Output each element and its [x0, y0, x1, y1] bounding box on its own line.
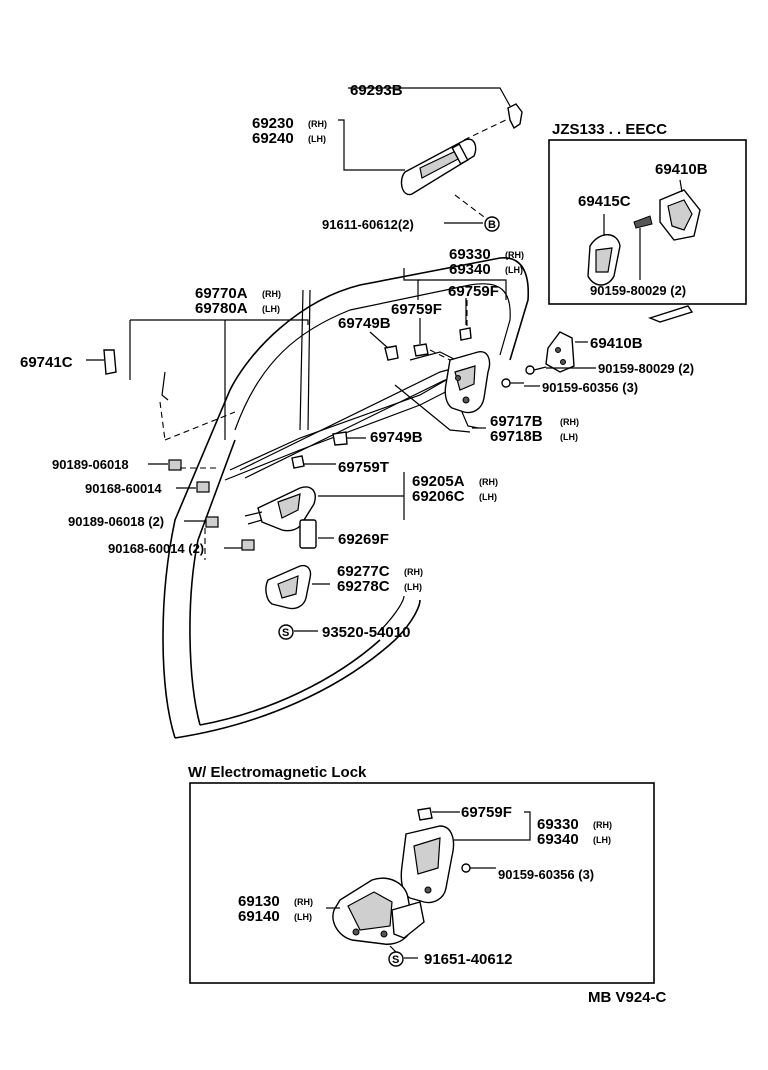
circle-s-marker: S	[278, 624, 294, 640]
label-69780A: 69780A	[195, 300, 248, 317]
label-69770A: 69770A	[195, 285, 248, 302]
label-90168-60014: 90168-60014	[85, 481, 162, 496]
circle-s-marker: S	[388, 951, 404, 967]
label-69717B: 69717B	[490, 413, 543, 430]
label-69759F-left: 69759F	[391, 301, 442, 318]
label-69206C: 69206C	[412, 488, 465, 505]
electro-label-69759F: 69759F	[461, 804, 512, 821]
label-90168-60014-2: 90168-60014 (2)	[108, 541, 204, 556]
tag-rh: (RH)	[560, 417, 579, 427]
tag-rh: (RH)	[505, 250, 524, 260]
tag-rh: (RH)	[479, 477, 498, 487]
tag-lh: (LH)	[308, 134, 326, 144]
electromagnetic-lock-section: W/ Electromagnetic Lock 69759F 69330 (RH…	[188, 764, 655, 984]
electro-label-90159-60356: 90159-60356 (3)	[498, 867, 594, 882]
label-69277C: 69277C	[337, 563, 390, 580]
handle-clip-69293B	[507, 103, 523, 130]
inset-label-69415C: 69415C	[578, 193, 631, 210]
electro-label-69330: 69330	[537, 816, 579, 833]
electro-title: W/ Electromagnetic Lock	[188, 764, 367, 781]
label-90159-60356: 90159-60356 (3)	[542, 380, 638, 395]
electro-label-69130: 69130	[238, 893, 280, 910]
clip-69749B-lower	[332, 431, 348, 446]
label-69340: 69340	[449, 261, 491, 278]
label-69330: 69330	[449, 246, 491, 263]
leader-lines	[86, 87, 596, 632]
tag-lh: (LH)	[593, 835, 611, 845]
handle-pad	[299, 519, 317, 549]
inset-title: JZS133 . . EECC	[552, 121, 667, 138]
label-69741C: 69741C	[20, 354, 73, 371]
marker-s: S	[392, 954, 399, 966]
tag-rh: (RH)	[262, 289, 281, 299]
door-striker	[545, 331, 575, 373]
diagram-code: MB V924-C	[588, 989, 667, 1006]
rod-69770A	[161, 371, 169, 401]
screws	[168, 365, 547, 551]
tag-lh: (LH)	[262, 304, 280, 314]
tag-lh: (LH)	[294, 912, 312, 922]
label-69293B: 69293B	[350, 82, 403, 99]
tag-lh: (LH)	[404, 582, 422, 592]
marker-s: S	[282, 627, 289, 639]
label-69749B-lower: 69749B	[370, 429, 423, 446]
circle-b-marker: B	[484, 216, 500, 232]
clip-69759F-b	[459, 327, 472, 341]
clip-69741C	[103, 349, 117, 375]
label-69205A: 69205A	[412, 473, 465, 490]
label-69718B: 69718B	[490, 428, 543, 445]
electro-label-69140: 69140	[238, 908, 280, 925]
guide-lines	[159, 300, 468, 560]
marker-b: B	[488, 219, 496, 231]
electro-label-69340: 69340	[537, 831, 579, 848]
tag-rh: (RH)	[593, 820, 612, 830]
clip-69759F	[413, 343, 429, 357]
tag-rh: (RH)	[294, 897, 313, 907]
part-labels: 69293B 69230 (RH) 69240 (LH) 91611-60612…	[20, 82, 694, 641]
label-69278C: 69278C	[337, 578, 390, 595]
inside-handle-bezel	[265, 564, 312, 610]
clip-69759T	[291, 455, 305, 469]
label-90189-06018-2: 90189-06018 (2)	[68, 514, 164, 529]
label-91611: 91611-60612(2)	[322, 217, 414, 232]
label-69269F: 69269F	[338, 531, 389, 548]
door-panel-outline	[162, 257, 530, 739]
inset-label-90159-80029: 90159-80029 (2)	[590, 283, 686, 298]
inset-label-69410B: 69410B	[655, 161, 708, 178]
outside-handle	[400, 138, 477, 196]
tag-lh: (LH)	[479, 492, 497, 502]
label-90159-80029: 90159-80029 (2)	[598, 361, 694, 376]
tag-lh: (LH)	[505, 265, 523, 275]
label-69240: 69240	[252, 130, 294, 147]
label-69759F-right: 69759F	[448, 283, 499, 300]
door-lock-assembly	[444, 351, 491, 429]
electro-label-91651-40612: 91651-40612	[424, 951, 512, 968]
label-93520-54010: 93520-54010	[322, 624, 410, 641]
label-90189-06018: 90189-06018	[52, 457, 129, 472]
tag-lh: (LH)	[560, 432, 578, 442]
clip-69749B-upper	[384, 345, 399, 361]
label-69749B-upper: 69749B	[338, 315, 391, 332]
tag-rh: (RH)	[308, 119, 327, 129]
tag-rh: (RH)	[404, 567, 423, 577]
inset-jzs133: JZS133 . . EECC 69410B 69415C 90159-8002…	[548, 121, 747, 323]
label-69410B: 69410B	[590, 335, 643, 352]
label-69759T: 69759T	[338, 459, 389, 476]
label-69230: 69230	[252, 115, 294, 132]
